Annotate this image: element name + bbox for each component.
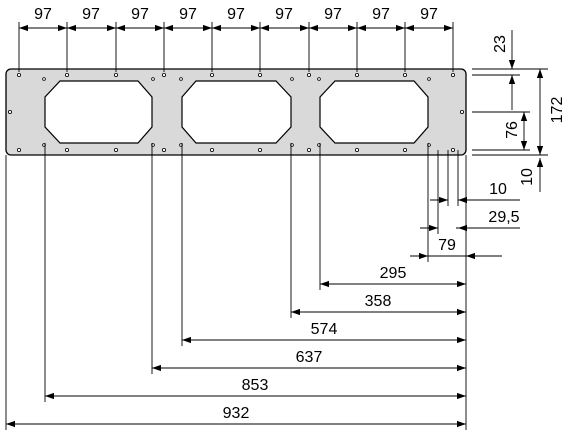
pitch-label-2: 97 xyxy=(82,6,100,23)
pitch-label-3: 97 xyxy=(131,6,149,23)
pitch-label-7: 97 xyxy=(324,6,342,23)
dim-932: 932 xyxy=(223,405,250,422)
pitch-label-5: 97 xyxy=(227,6,245,23)
dim-29-5: 29,5 xyxy=(488,209,519,226)
dim-10-vertical: 10 xyxy=(519,168,536,186)
dim-172: 172 xyxy=(549,97,566,124)
dim-358: 358 xyxy=(365,293,392,310)
cutout-left xyxy=(44,80,153,144)
dim-295: 295 xyxy=(380,265,407,282)
pitch-label-9: 97 xyxy=(420,6,438,23)
dim-637: 637 xyxy=(296,349,323,366)
dim-76: 76 xyxy=(504,121,521,139)
dim-853: 853 xyxy=(242,377,269,394)
dim-79: 79 xyxy=(438,237,456,254)
dim-23: 23 xyxy=(492,35,509,53)
cutout-middle xyxy=(181,80,292,144)
pitch-label-6: 97 xyxy=(275,6,293,23)
pitch-label-4: 97 xyxy=(179,6,197,23)
pitch-label-8: 97 xyxy=(372,6,390,23)
cutout-right xyxy=(319,80,429,144)
pitch-label-1: 97 xyxy=(34,6,52,23)
dim-10-horizontal: 10 xyxy=(489,181,507,198)
dim-574: 574 xyxy=(311,321,338,338)
